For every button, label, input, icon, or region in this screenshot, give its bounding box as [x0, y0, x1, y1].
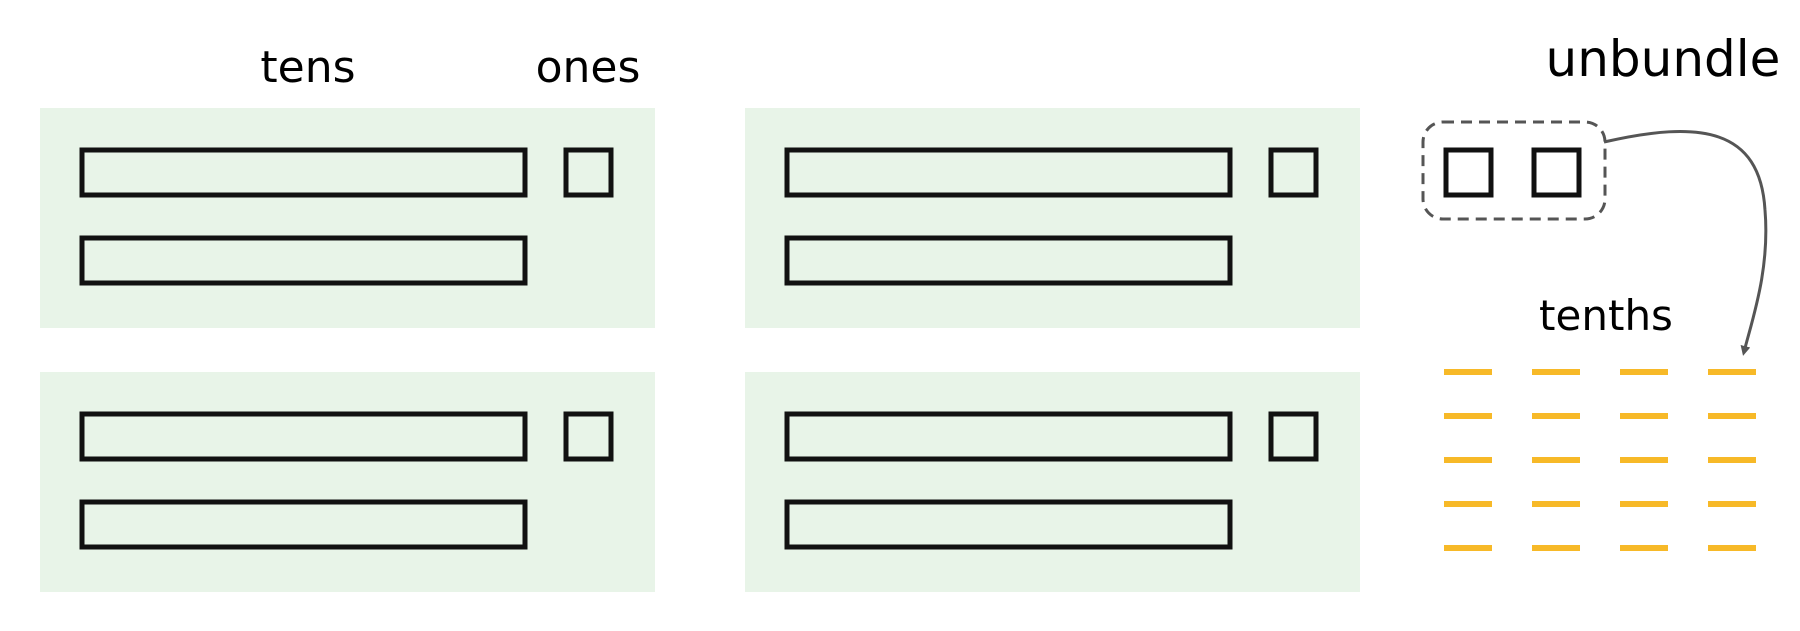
tenth-piece — [1532, 545, 1580, 551]
tenth-piece — [1620, 457, 1668, 463]
tenth-piece — [1620, 369, 1668, 375]
unbundle-label: unbundle — [1546, 30, 1781, 88]
group-background — [40, 372, 655, 592]
place-value-group — [745, 372, 1360, 592]
ten-rod — [784, 147, 1233, 198]
ten-rod — [79, 499, 528, 550]
tenth-piece — [1532, 369, 1580, 375]
group-background — [745, 108, 1360, 328]
ten-rod — [79, 235, 528, 286]
tenth-piece — [1708, 369, 1756, 375]
ten-rod — [784, 235, 1233, 286]
tenth-piece — [1708, 501, 1756, 507]
ten-rod — [784, 499, 1233, 550]
tenth-piece — [1532, 457, 1580, 463]
unbundle-dashed-outline — [1421, 120, 1607, 221]
unbundle-arrow — [1603, 130, 1768, 356]
ten-rod — [784, 411, 1233, 462]
tenths-label: tenths — [1539, 291, 1673, 340]
place-value-group — [40, 372, 655, 592]
place-value-group — [745, 108, 1360, 328]
one-unit — [563, 411, 614, 462]
tenth-piece — [1708, 457, 1756, 463]
groups-layer — [40, 108, 1360, 592]
one-unit — [1531, 147, 1582, 198]
tenth-piece — [1532, 501, 1580, 507]
tenth-piece — [1708, 545, 1756, 551]
tenth-piece — [1444, 545, 1492, 551]
one-unit — [1268, 411, 1319, 462]
one-unit — [1443, 147, 1494, 198]
tenth-piece — [1444, 501, 1492, 507]
ten-rod — [79, 147, 528, 198]
one-unit — [1268, 147, 1319, 198]
tenth-piece — [1444, 457, 1492, 463]
tens-label: tens — [260, 42, 355, 93]
tenth-piece — [1444, 369, 1492, 375]
tenth-piece — [1620, 545, 1668, 551]
place-value-group — [40, 108, 655, 328]
tenth-piece — [1444, 413, 1492, 419]
group-background — [745, 372, 1360, 592]
ones-label: ones — [536, 42, 641, 93]
unbundled-ones — [1443, 147, 1582, 198]
tenth-piece — [1620, 413, 1668, 419]
group-background — [40, 108, 655, 328]
one-unit — [563, 147, 614, 198]
tenth-piece — [1532, 413, 1580, 419]
tenth-piece — [1708, 413, 1756, 419]
tenths-grid — [1444, 369, 1756, 551]
tenth-piece — [1620, 501, 1668, 507]
ten-rod — [79, 411, 528, 462]
